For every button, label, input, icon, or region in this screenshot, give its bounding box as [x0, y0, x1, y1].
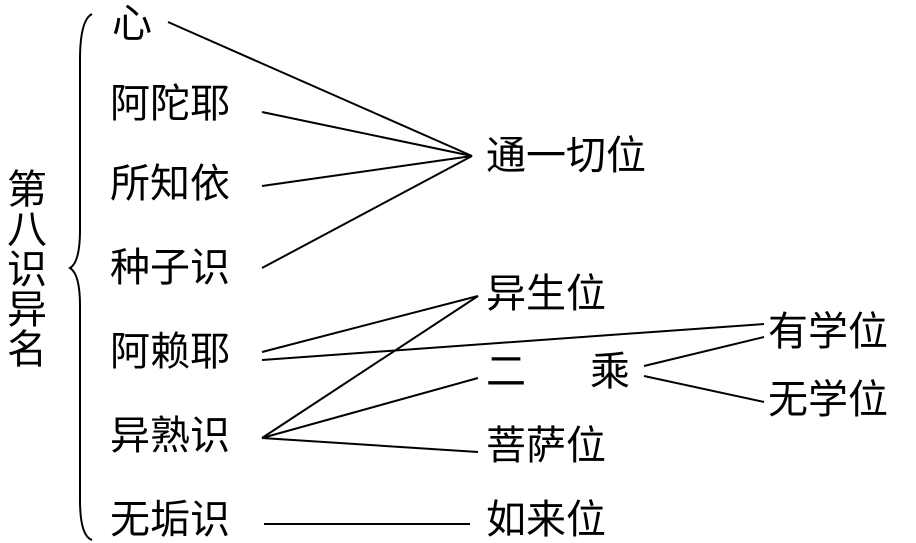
- name-zhongzishi: 种子识: [110, 245, 230, 291]
- line-ercheng-wuxue: [643, 375, 765, 403]
- name-suozhiyi: 所知依: [110, 161, 230, 207]
- diagram-title: 第八识异名: [0, 168, 46, 368]
- name-wugoushi: 无垢识: [110, 497, 230, 543]
- name-atuoye: 阿陀耶: [110, 81, 230, 127]
- curly-brace: [68, 13, 93, 541]
- name-xin: 心: [112, 1, 152, 47]
- line-xin-tongyiqie: [167, 21, 473, 157]
- position-pusa: 菩萨位: [486, 423, 606, 469]
- position-ercheng-second: 乘: [590, 349, 630, 395]
- position-yisheng: 异生位: [486, 271, 606, 317]
- line-alaiye-yisheng: [261, 295, 479, 353]
- subposition-wuxue: 无学位: [768, 377, 888, 423]
- line-atuoye-tongyiqie: [261, 111, 473, 157]
- line-zhongzishi-tongyiqie: [261, 155, 473, 269]
- line-alaiye-youxue: [261, 323, 765, 361]
- position-tongyiqie: 通一切位: [486, 133, 646, 179]
- subposition-youxue: 有学位: [768, 309, 888, 355]
- line-yishushi-pusa: [261, 437, 479, 453]
- name-yishushi: 异熟识: [110, 413, 230, 459]
- line-yishushi-yisheng: [261, 295, 479, 439]
- line-ercheng-youxue: [643, 336, 765, 367]
- line-suozhiyi-tongyiqie: [261, 155, 473, 187]
- line-yishushi-ercheng: [261, 377, 479, 439]
- name-alaiye: 阿赖耶: [110, 329, 230, 375]
- position-rulai: 如来位: [486, 497, 606, 543]
- position-ercheng-first: 二: [486, 349, 526, 395]
